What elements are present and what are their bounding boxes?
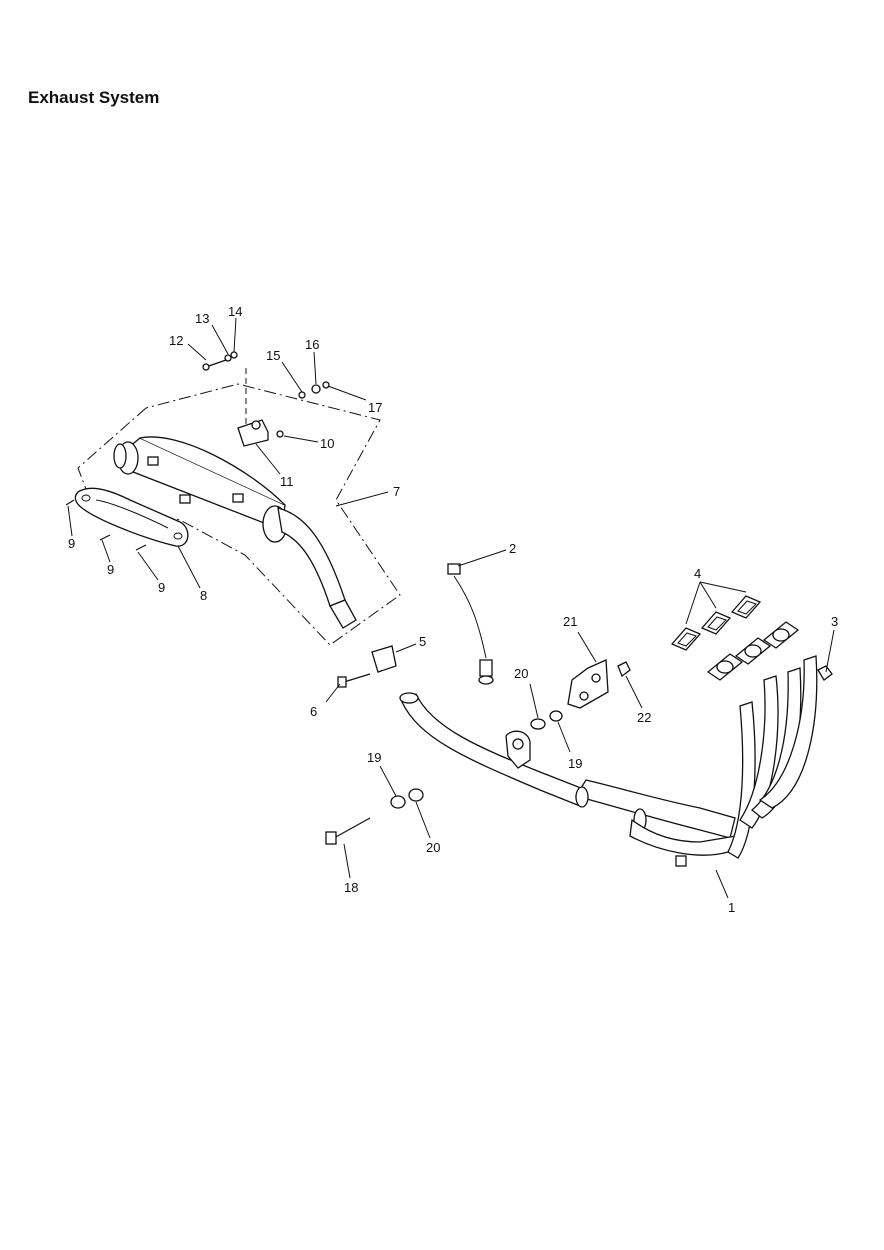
bolt-12 <box>202 351 238 371</box>
callout-14: 14 <box>228 304 242 319</box>
callout-11: 11 <box>280 474 294 489</box>
callout-9a: 9 <box>68 536 75 551</box>
bolt-15-16-17 <box>298 381 330 399</box>
bolt-10 <box>276 430 284 438</box>
flange-1 <box>706 653 744 681</box>
fastener-19a <box>549 710 563 722</box>
flange-2 <box>734 637 772 665</box>
callout-2: 2 <box>509 541 516 556</box>
screw-9b <box>99 534 111 541</box>
callout-13: 13 <box>195 311 209 326</box>
fastener-20a <box>530 718 546 730</box>
callout-9b: 9 <box>107 562 114 577</box>
callout-5: 5 <box>419 634 426 649</box>
silencer <box>113 436 357 629</box>
bracket-21 <box>567 659 609 709</box>
header-pipe <box>399 621 818 867</box>
callout-8: 8 <box>200 588 207 603</box>
leader-lines <box>67 317 835 899</box>
callout-18: 18 <box>344 880 358 895</box>
callout-1: 1 <box>728 900 735 915</box>
callout-19b: 19 <box>568 756 582 771</box>
page-title: Exhaust System <box>28 88 160 107</box>
callout-6: 6 <box>310 704 317 719</box>
callout-4: 4 <box>694 566 701 581</box>
callout-3: 3 <box>831 614 838 629</box>
callout-17: 17 <box>368 400 382 415</box>
clamp-5 <box>371 645 397 673</box>
flange-3 <box>762 621 800 649</box>
fastener-20b <box>408 788 424 802</box>
sensor-lead <box>447 563 494 685</box>
callout-12: 12 <box>169 333 183 348</box>
callout-20a: 20 <box>514 666 528 681</box>
screw-9c <box>135 544 147 551</box>
screw-9a <box>65 499 75 506</box>
callout-20b: 20 <box>426 840 440 855</box>
callout-16: 16 <box>305 337 319 352</box>
callout-22: 22 <box>637 710 651 725</box>
callout-10: 10 <box>320 436 334 451</box>
nut-22 <box>617 661 631 678</box>
bolt-6 <box>337 673 371 688</box>
silencer-bracket <box>237 368 269 447</box>
callout-19a: 19 <box>367 750 381 765</box>
callout-7: 7 <box>393 484 400 499</box>
callout-21: 21 <box>563 614 577 629</box>
callout-15: 15 <box>266 348 280 363</box>
bolt-18 <box>325 817 371 845</box>
nut-3 <box>817 665 833 681</box>
fastener-19b <box>390 795 406 809</box>
gaskets <box>670 595 762 651</box>
heat-shield <box>74 487 189 547</box>
callout-9c: 9 <box>158 580 165 595</box>
